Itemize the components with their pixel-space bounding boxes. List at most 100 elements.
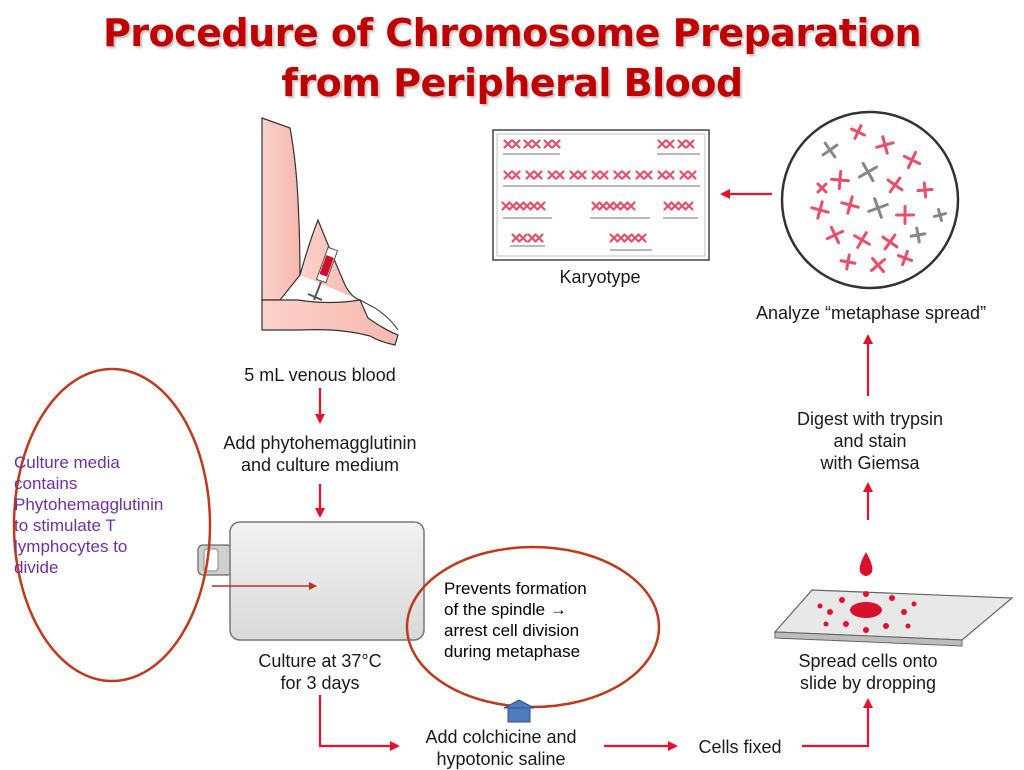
step-culture-line-2: for 3 days [280, 673, 360, 693]
culture-note-oval [12, 367, 212, 683]
chromosome-glyph [657, 170, 667, 180]
chromosome-glyph [533, 170, 543, 180]
chromosome-glyph [657, 139, 667, 149]
chromosome-glyph [503, 139, 513, 149]
chromosome-glyph [916, 181, 934, 199]
chromosome-glyph [501, 201, 511, 211]
chromosome-glyph [895, 205, 915, 225]
flow-arrows [315, 189, 873, 751]
chromosome-glyph [896, 249, 914, 267]
chromosome-glyph [840, 195, 860, 215]
chromosome-glyph [677, 139, 687, 149]
chromosome-glyph [886, 176, 904, 194]
chromosome-glyph [523, 139, 533, 149]
chromosome-glyph [525, 170, 535, 180]
culture-flask-icon [197, 521, 425, 641]
step-culture-label: Culture at 37°C for 3 days [220, 650, 420, 694]
chromosome-glyph [902, 150, 922, 170]
chromosome-glyph [527, 233, 537, 243]
step-colchicine-line-2: hypotonic saline [436, 749, 566, 769]
blood-drop-icon [859, 552, 873, 576]
chromosome-glyph [630, 233, 640, 243]
chromosome-glyph [637, 233, 647, 243]
title-line-1: Procedure of Chromosome Preparation [102, 11, 922, 55]
culture-note-line: to stimulate T [14, 516, 116, 535]
chromosome-glyph [677, 201, 687, 211]
chromosome-glyph [821, 141, 839, 159]
chromosome-glyph [875, 135, 895, 155]
step-digest-line-3: with Giemsa [820, 453, 920, 473]
chromosome-glyph [621, 170, 631, 180]
chromosome-glyph [503, 170, 513, 180]
chromosome-glyph [619, 201, 629, 211]
metaphase-spread-icon [780, 110, 960, 290]
chromosome-glyph [626, 201, 636, 211]
step-pha-line-2: and culture medium [240, 455, 400, 475]
karyotype-label: Karyotype [559, 267, 641, 287]
chromosome-glyph [816, 182, 828, 194]
chromosome-glyph [665, 139, 675, 149]
step-analyze-label: Analyze “metaphase spread” [755, 303, 987, 323]
chromosome-glyph [518, 233, 528, 243]
culture-note-line: Culture media [14, 453, 120, 472]
karyotype-panel [492, 129, 710, 261]
chromosome-glyph [536, 201, 546, 211]
chromosome-glyph [547, 170, 557, 180]
chromosome-glyph [511, 233, 521, 243]
chromosome-glyph [529, 201, 539, 211]
arm-illustration [261, 117, 399, 346]
step-digest-line-2: and stain [833, 431, 907, 451]
culture-note: Culture media contains Phytohemagglutini… [14, 452, 214, 578]
chromosome-glyph [679, 170, 689, 180]
chromosome-glyph [609, 233, 619, 243]
chromosome-glyph [599, 170, 609, 180]
step-culture-line-1: Culture at 37°C [258, 651, 382, 671]
chromosome-glyph [810, 200, 830, 220]
culture-note-line: lymphocytes to [14, 537, 128, 556]
chromosome-glyph [616, 233, 626, 243]
colchicine-note-line: Prevents formation [444, 579, 587, 598]
chromosome-glyph [508, 201, 518, 211]
chromosome-glyph [534, 233, 544, 243]
step-spread-line-2: slide by dropping [799, 673, 937, 693]
chromosome-glyph [569, 170, 579, 180]
chromosome-glyph [685, 139, 695, 149]
chromosome-glyph [623, 233, 633, 243]
chromosome-glyph [551, 139, 561, 149]
chromosome-glyph [850, 124, 866, 140]
chromosome-glyph [511, 139, 521, 149]
culture-note-line: contains [14, 474, 78, 493]
step-colchicine-label: Add colchicine and hypotonic saline [396, 726, 606, 770]
chromosome-glyph [635, 170, 645, 180]
chromosome-glyph [670, 201, 680, 211]
step-pha-line-1: Add phytohemagglutinin [223, 433, 417, 453]
chromosome-glyph [543, 139, 553, 149]
chromosome-glyph [933, 208, 947, 222]
chromosome-glyph [598, 201, 608, 211]
chromosome-glyph [687, 170, 697, 180]
colchicine-note-line: during metaphase [444, 642, 581, 661]
chromosome-glyph [511, 170, 521, 180]
chromosome-glyph [591, 170, 601, 180]
step-pha-label: Add phytohemagglutinin and culture mediu… [190, 432, 450, 476]
colchicine-note-line: of the spindle → [444, 600, 567, 619]
step-colchicine-line-1: Add colchicine and [425, 727, 577, 747]
step-spread-line-1: Spread cells onto [798, 651, 938, 671]
arrow-fixed-to-spread [802, 698, 873, 748]
step-digest-label: Digest with trypsin and stain with Giems… [770, 408, 970, 474]
chromosome-glyph [522, 201, 532, 211]
chromosome-glyph [881, 233, 899, 251]
chromosome-glyph [613, 170, 623, 180]
chromosome-glyph [869, 256, 887, 274]
chromosome-glyph [612, 201, 622, 211]
chromosome-glyph [555, 170, 565, 180]
chromosome-glyph [577, 170, 587, 180]
step-fixed-label: Cells fixed [698, 737, 782, 757]
chromosome-glyph [839, 253, 857, 271]
page-title: Procedure of Chromosome Preparation from… [0, 8, 1024, 108]
chromosome-glyph [665, 170, 675, 180]
step-digest-line-1: Digest with trypsin [796, 409, 944, 429]
chromosome-glyph [857, 161, 879, 183]
title-line-2: from Peripheral Blood [281, 61, 743, 105]
